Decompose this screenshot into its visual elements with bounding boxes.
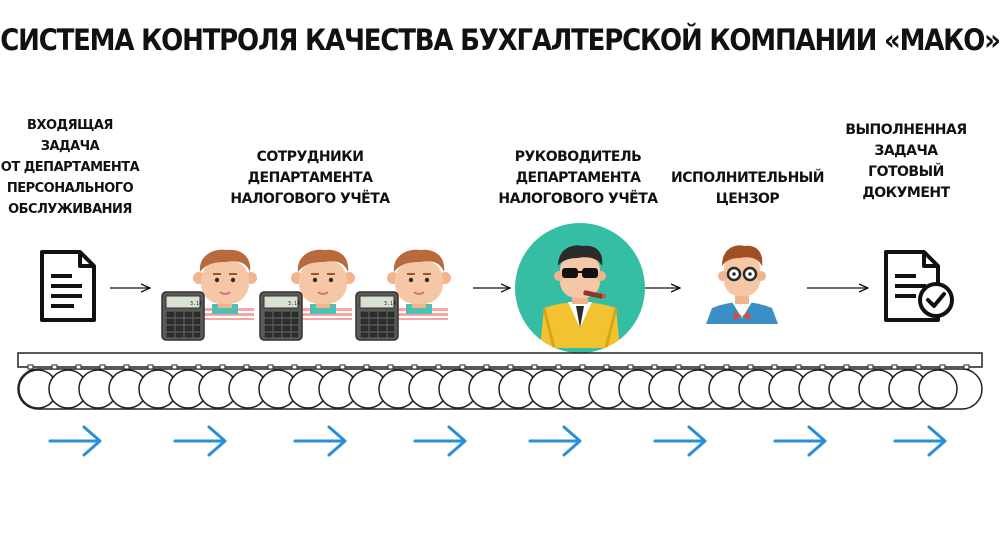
belt-link	[123, 364, 130, 370]
belt-link	[459, 364, 466, 370]
belt-link	[171, 364, 178, 370]
calculator-display: 3.14	[190, 301, 202, 307]
belt-link	[699, 364, 706, 370]
belt-link	[771, 364, 778, 370]
direction-arrow-icon	[293, 425, 347, 457]
belt-link	[555, 364, 562, 370]
direction-arrow-icon	[528, 425, 582, 457]
conveyor-roller	[918, 369, 958, 409]
stage-label-incoming: ВХОДЯЩАЯ ЗАДАЧА ОТ ДЕПАРТАМЕНТА ПЕРСОНАЛ…	[0, 118, 140, 217]
stage-label-done: ВЫПОЛНЕННАЯ ЗАДАЧА ГОТОВЫЙ ДОКУМЕНТ	[845, 122, 967, 201]
belt-link	[891, 364, 898, 370]
belt-link	[747, 364, 754, 370]
belt-link	[531, 364, 538, 370]
calculator-display: 3.14	[384, 301, 396, 307]
belt-link	[795, 364, 802, 370]
belt-link	[99, 364, 106, 370]
belt-link	[939, 364, 946, 370]
stage-label-head: РУКОВОДИТЕЛЬ ДЕПАРТАМЕНТА НАЛОГОВОГО УЧЁ…	[498, 149, 658, 207]
stage-label-censor: ИСПОЛНИТЕЛЬНЫЙ ЦЕНЗОР	[670, 170, 825, 207]
belt-link	[363, 364, 370, 370]
belt-link	[723, 364, 730, 370]
accountant-icon: 3.14	[355, 249, 451, 341]
direction-arrow-icon	[773, 425, 827, 457]
belt-link	[75, 364, 82, 370]
belt-link	[507, 364, 514, 370]
accountant-icon: 3.14	[161, 249, 257, 341]
belt-link	[435, 364, 442, 370]
belt-link	[219, 364, 226, 370]
belt-link	[483, 364, 490, 370]
direction-arrow-icon	[173, 425, 227, 457]
belt-link	[195, 364, 202, 370]
direction-arrow-icon	[893, 425, 947, 457]
calculator-display: 3.14	[288, 301, 300, 307]
belt-link	[147, 364, 154, 370]
belt-link	[651, 364, 658, 370]
belt-link	[51, 364, 58, 370]
belt-link	[963, 364, 970, 370]
document-check-icon	[884, 250, 954, 322]
belt-link	[243, 364, 250, 370]
belt-link	[675, 364, 682, 370]
conveyor-belt	[17, 352, 983, 410]
belt-link	[627, 364, 634, 370]
belt-link	[339, 364, 346, 370]
belt-link	[267, 364, 274, 370]
belt-link	[603, 364, 610, 370]
document-icon	[40, 250, 96, 322]
belt-link	[579, 364, 586, 370]
belt-link	[915, 364, 922, 370]
belt-link	[315, 364, 322, 370]
page-title: СИСТЕМА КОНТРОЛЯ КАЧЕСТВА БУХГАЛТЕРСКОЙ …	[0, 24, 1000, 58]
direction-arrows	[48, 425, 947, 457]
belt-link	[843, 364, 850, 370]
direction-arrow-icon	[653, 425, 707, 457]
belt-link	[819, 364, 826, 370]
direction-arrow-icon	[48, 425, 102, 457]
direction-arrow-icon	[413, 425, 467, 457]
accountant-icon: 3.14	[259, 249, 355, 341]
stage-label-employees: СОТРУДНИКИ ДЕПАРТАМЕНТА НАЛОГОВОГО УЧЁТА	[230, 149, 390, 207]
belt-link	[291, 364, 298, 370]
censor-icon	[706, 245, 778, 324]
belt-link	[387, 364, 394, 370]
belt-link	[27, 364, 34, 370]
boss-icon	[515, 223, 645, 353]
belt-link	[411, 364, 418, 370]
belt-link	[867, 364, 874, 370]
